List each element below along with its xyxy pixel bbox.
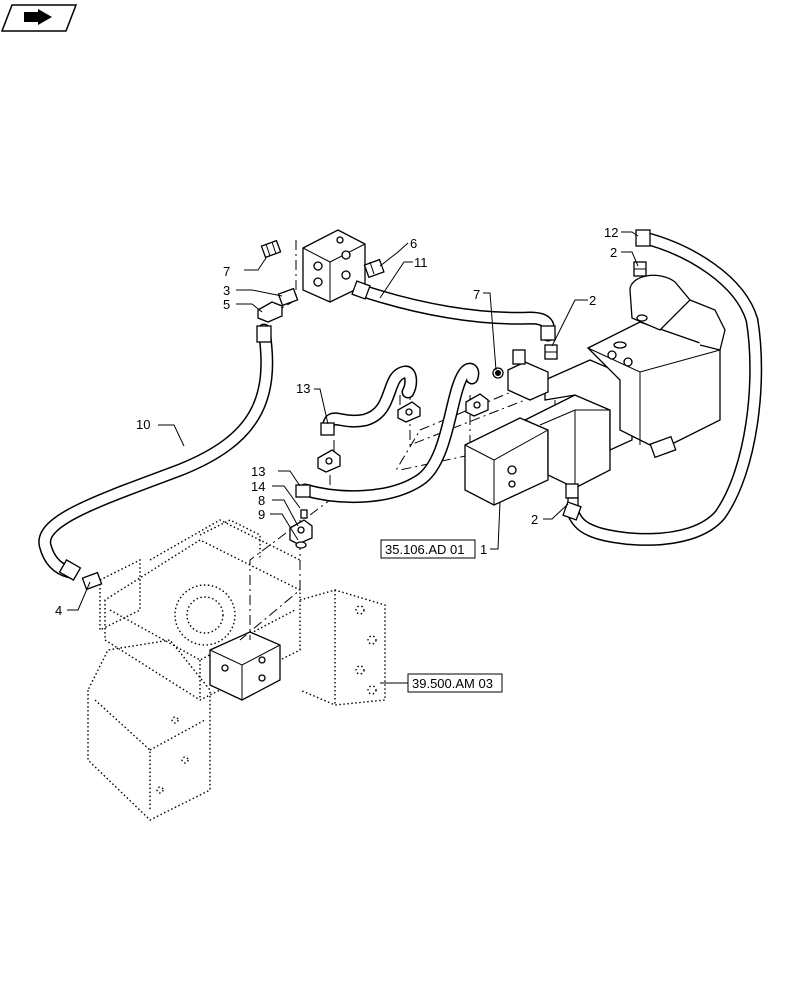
callout-9: 9	[258, 507, 265, 522]
callout-6: 6	[410, 236, 417, 251]
hose-12	[562, 229, 763, 546]
callout-3: 3	[223, 283, 230, 298]
leader-lines	[67, 231, 639, 684]
clamp-middle	[317, 440, 341, 473]
callout-labels: 7 3 5 6 11 7 2 12 2 13 10 13 14 8 9 4 1 …	[55, 225, 618, 618]
callout-2-valve-top: 2	[589, 293, 596, 308]
callout-2-valve-rear: 2	[610, 245, 617, 260]
callout-13-upper: 13	[296, 381, 310, 396]
reference-label: 35.106.AD 01	[385, 542, 465, 557]
callout-4: 4	[55, 603, 62, 618]
hose-13-upper	[320, 365, 418, 436]
axle-housing-outline	[87, 519, 386, 821]
callout-2-valve-side: 2	[531, 512, 538, 527]
lower-valve-block	[209, 631, 281, 701]
fitting-4	[81, 571, 103, 591]
fitting-7-upper	[260, 239, 282, 259]
callout-5: 5	[223, 297, 230, 312]
fitting-3	[277, 287, 299, 307]
reference-label: 39.500.AM 03	[412, 676, 493, 691]
fitting-2-valve-top	[544, 344, 558, 360]
fitting-2-valve-rear	[633, 261, 647, 277]
clamp-right	[465, 393, 489, 417]
hose-13-lower	[295, 362, 480, 504]
callout-1: 1	[480, 542, 487, 557]
callout-12: 12	[604, 225, 618, 240]
callout-10: 10	[136, 417, 150, 432]
clamp-lower	[289, 509, 313, 549]
callout-14: 14	[251, 479, 265, 494]
callout-8: 8	[258, 493, 265, 508]
callout-11: 11	[414, 255, 428, 270]
callout-13-lower: 13	[251, 464, 265, 479]
book-arrow-icon[interactable]	[0, 4, 78, 32]
solenoid-7	[492, 349, 549, 401]
callout-7-upper: 7	[223, 264, 230, 279]
hose-10	[38, 323, 274, 581]
reference-39-500-am-03[interactable]: 39.500.AM 03	[407, 673, 503, 693]
hose-11	[351, 280, 556, 342]
elbow-5	[257, 301, 283, 323]
fitting-6	[363, 258, 385, 279]
callout-7-valve: 7	[473, 287, 480, 302]
reference-35-106-ad-01[interactable]: 35.106.AD 01	[380, 539, 476, 559]
clamp-upper	[397, 395, 421, 423]
valve-body	[464, 274, 726, 506]
